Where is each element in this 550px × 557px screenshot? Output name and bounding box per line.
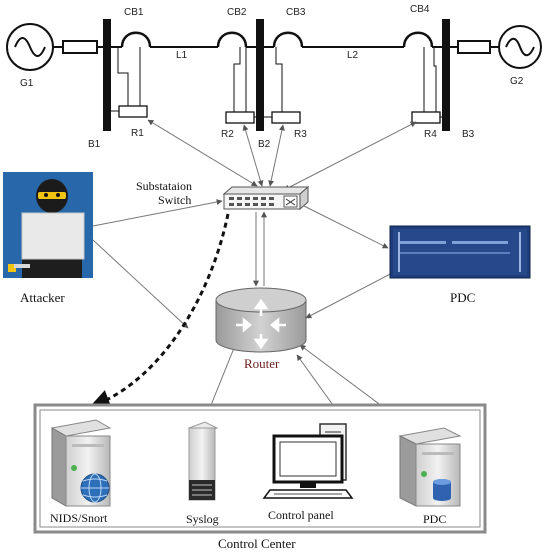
relay-r3 bbox=[264, 47, 301, 124]
nids-server-icon bbox=[50, 419, 112, 507]
link-r2-switch bbox=[242, 124, 264, 187]
generator-g2 bbox=[450, 25, 542, 69]
router-icon bbox=[215, 287, 307, 353]
link-attacker-switch bbox=[92, 199, 223, 227]
attacker-label: Attacker bbox=[20, 290, 65, 305]
link-pdc-router bbox=[305, 271, 395, 319]
cc-label-pdc: PDC bbox=[423, 512, 446, 526]
pdc-device bbox=[389, 225, 531, 279]
control-center-title: Control Center bbox=[218, 536, 296, 551]
breaker-label-cb4: CB4 bbox=[410, 4, 430, 15]
breaker-cb2 bbox=[216, 31, 248, 48]
switch-label-line2: Switch bbox=[158, 193, 191, 207]
link-r3-switch bbox=[268, 124, 285, 187]
link-r1-switch bbox=[147, 119, 258, 187]
breaker-cb4 bbox=[402, 31, 434, 48]
relay-label-r1: R1 bbox=[131, 128, 144, 139]
generator-g1 bbox=[6, 23, 104, 71]
bus-label-b2: B2 bbox=[258, 139, 271, 150]
relay-r2 bbox=[225, 47, 256, 124]
relay-label-r3: R3 bbox=[294, 129, 307, 140]
relay-r4 bbox=[411, 47, 442, 124]
cc-label-nids: NIDS/Snort bbox=[50, 511, 108, 525]
generator-label-g1: G1 bbox=[20, 78, 34, 89]
power-grid: G1 B1 CB1 L1 CB2 B2 CB3 L2 CB4 B3 bbox=[6, 4, 542, 150]
attacker-icon bbox=[3, 172, 93, 278]
bus-b2 bbox=[256, 19, 264, 131]
cc-label-control-panel: Control panel bbox=[268, 508, 334, 522]
cc-label-syslog: Syslog bbox=[186, 512, 219, 526]
switch-label-line1: Substataion bbox=[136, 179, 192, 193]
control-panel-pc-icon bbox=[262, 423, 354, 499]
line-label-l2: L2 bbox=[347, 50, 359, 61]
relay-label-r4: R4 bbox=[424, 129, 437, 140]
pdc-label-top: PDC bbox=[450, 290, 475, 305]
breaker-label-cb2: CB2 bbox=[227, 7, 247, 18]
syslog-server-icon bbox=[187, 421, 219, 501]
line-label-l1: L1 bbox=[176, 50, 188, 61]
generator-label-g2: G2 bbox=[510, 76, 524, 87]
communication-links bbox=[92, 119, 417, 471]
link-switch-pdc bbox=[303, 205, 389, 249]
bus-label-b3: B3 bbox=[462, 129, 475, 140]
pdc-server-icon bbox=[398, 427, 462, 507]
attack-path bbox=[89, 213, 230, 410]
breaker-label-cb3: CB3 bbox=[286, 7, 306, 18]
substation-switch bbox=[222, 185, 310, 211]
bus-b3 bbox=[442, 19, 450, 131]
link-attacker-router bbox=[92, 239, 189, 329]
relay-r1 bbox=[111, 47, 148, 118]
relay-label-r2: R2 bbox=[221, 129, 234, 140]
bus-b1 bbox=[103, 19, 111, 131]
link-r4-switch bbox=[283, 121, 417, 191]
breaker-cb1 bbox=[120, 31, 152, 48]
bus-label-b1: B1 bbox=[88, 139, 101, 150]
breaker-label-cb1: CB1 bbox=[124, 7, 144, 18]
router-label: Router bbox=[244, 356, 280, 371]
breaker-cb3 bbox=[272, 31, 304, 48]
